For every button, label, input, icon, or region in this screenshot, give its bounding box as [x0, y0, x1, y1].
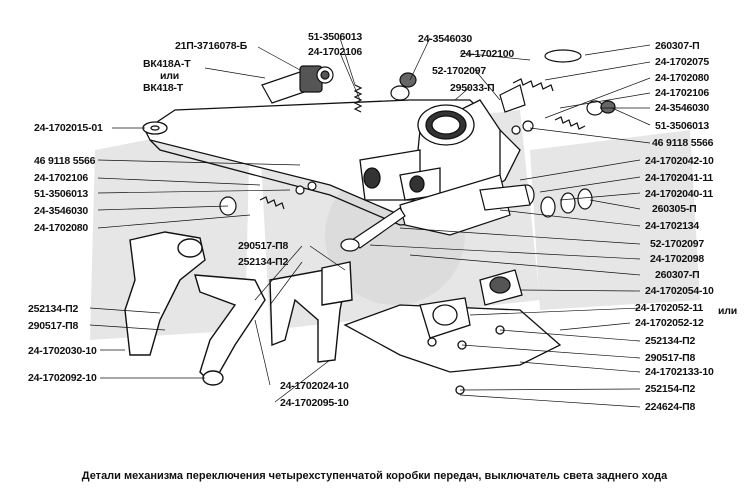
label-right-19: 24-1702052-12	[635, 317, 704, 329]
label-right-20: 252134-П2	[645, 335, 696, 347]
label-right-11: 260305-П	[652, 203, 697, 215]
label-left-8: 290517-П8	[28, 320, 79, 332]
label-right-24: 224624-П8	[645, 401, 696, 413]
label-top-2: ВК418А-Т	[143, 58, 191, 70]
label-left-9: 24-1702030-10	[28, 345, 97, 357]
label-right-12: 24-1702134	[645, 220, 700, 232]
label-left-10: 24-1702092-10	[28, 372, 97, 384]
label-left-4: 51-3506013	[34, 188, 89, 200]
bottom-plate	[343, 269, 562, 395]
label-right-6: 51-3506013	[655, 120, 710, 132]
detent-screw	[340, 207, 406, 252]
label-left-1: 24-1702015-01	[34, 122, 103, 134]
label-left-3: 24-1702106	[34, 172, 89, 184]
label-top-4: ВК418-Т	[143, 82, 184, 94]
label-center-3: 24-1702024-10	[280, 380, 349, 392]
label-left-7: 252134-П2	[28, 303, 79, 315]
label-top-10: 295033-П	[450, 82, 495, 94]
label-top-3: или	[160, 70, 179, 82]
label-right-18: или	[718, 305, 737, 317]
label-right-4: 24-1702106	[655, 87, 710, 99]
label-right-16: 24-1702054-10	[645, 285, 714, 297]
figure-caption: Детали механизма переключения четырехсту…	[81, 470, 668, 482]
shift-forks	[124, 231, 353, 386]
label-top-5: 51-3506013	[308, 31, 363, 43]
label-center-4: 24-1702095-10	[280, 397, 349, 409]
label-right-9: 24-1702041-11	[645, 172, 714, 184]
label-right-13: 52-1702097	[650, 238, 705, 250]
label-top-1: 21П-3716078-Б	[175, 40, 248, 52]
leader-lines	[89, 37, 651, 408]
label-right-17: 24-1702052-11	[635, 302, 704, 314]
label-right-15: 260307-П	[655, 269, 700, 281]
label-right-22: 24-1702133-10	[645, 366, 714, 378]
label-top-9: 52-1702097	[432, 65, 487, 77]
springs-and-balls	[219, 49, 616, 216]
switch-sensor	[261, 65, 334, 104]
label-top-7: 24-3546030	[418, 33, 473, 45]
rods-plugs	[479, 184, 593, 218]
label-right-3: 24-1702080	[655, 72, 710, 84]
label-center-2: 252134-П2	[238, 256, 289, 268]
label-right-14: 24-1702098	[650, 253, 705, 265]
label-left-6: 24-1702080	[34, 222, 89, 234]
label-left-2: 46 9118 5566	[34, 155, 96, 167]
label-right-2: 24-1702075	[655, 56, 710, 68]
label-top-6: 24-1702106	[308, 46, 363, 58]
label-center-1: 290517-П8	[238, 240, 289, 252]
label-right-21: 290517-П8	[645, 352, 696, 364]
label-top-8: 24-1702100	[460, 48, 515, 60]
label-right-8: 24-1702042-10	[645, 155, 714, 167]
label-left-5: 24-3546030	[34, 205, 89, 217]
label-right-10: 24-1702040-11	[645, 188, 714, 200]
label-right-5: 24-3546030	[655, 102, 710, 114]
label-right-7: 46 9118 5566	[652, 137, 714, 149]
label-right-1: 260307-П	[655, 40, 700, 52]
label-right-23: 252154-П2	[645, 383, 696, 395]
